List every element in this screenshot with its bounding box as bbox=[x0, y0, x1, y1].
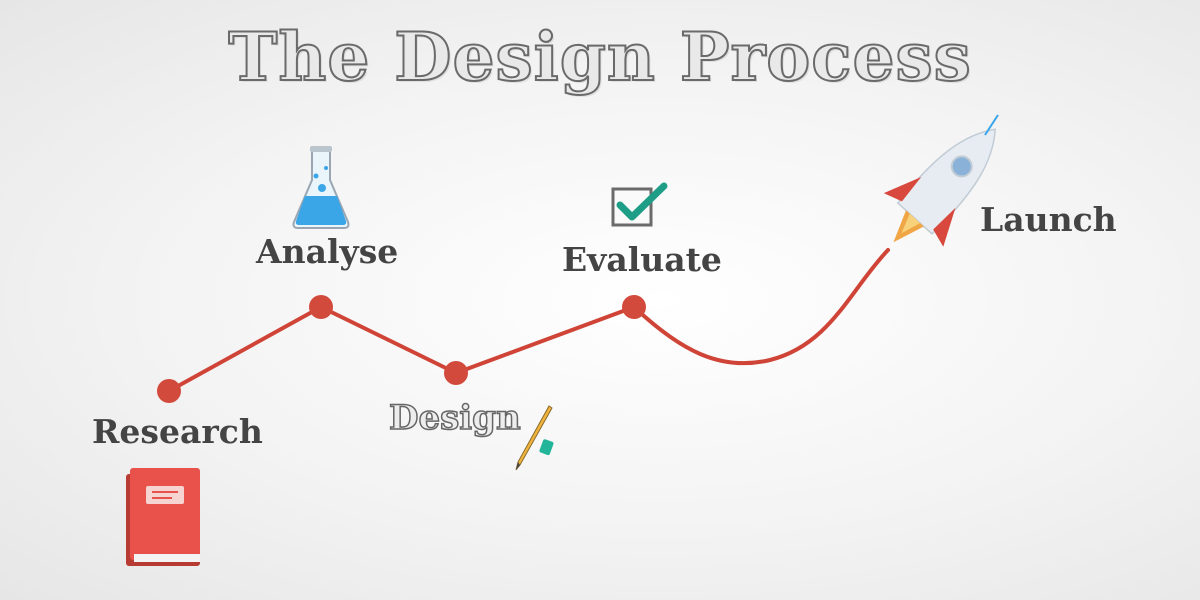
page-title: The Design Process bbox=[227, 17, 972, 97]
checkbox-check-icon bbox=[611, 182, 668, 227]
step-label-design: Design bbox=[388, 397, 521, 439]
node-design bbox=[444, 361, 468, 385]
node-analyse bbox=[309, 295, 333, 319]
process-path-line bbox=[167, 248, 890, 393]
node-research bbox=[157, 379, 181, 403]
rocket-trail-line bbox=[984, 114, 999, 136]
book-icon bbox=[126, 468, 200, 566]
flask-icon bbox=[292, 146, 350, 229]
step-label-research: Research bbox=[92, 412, 263, 451]
step-label-evaluate: Evaluate bbox=[562, 240, 722, 279]
step-label-launch: Launch bbox=[980, 200, 1117, 239]
step-label-analyse: Analyse bbox=[256, 232, 399, 271]
rocket-icon bbox=[883, 128, 996, 247]
pencil-eraser-icon bbox=[515, 405, 554, 471]
node-evaluate bbox=[622, 295, 646, 319]
